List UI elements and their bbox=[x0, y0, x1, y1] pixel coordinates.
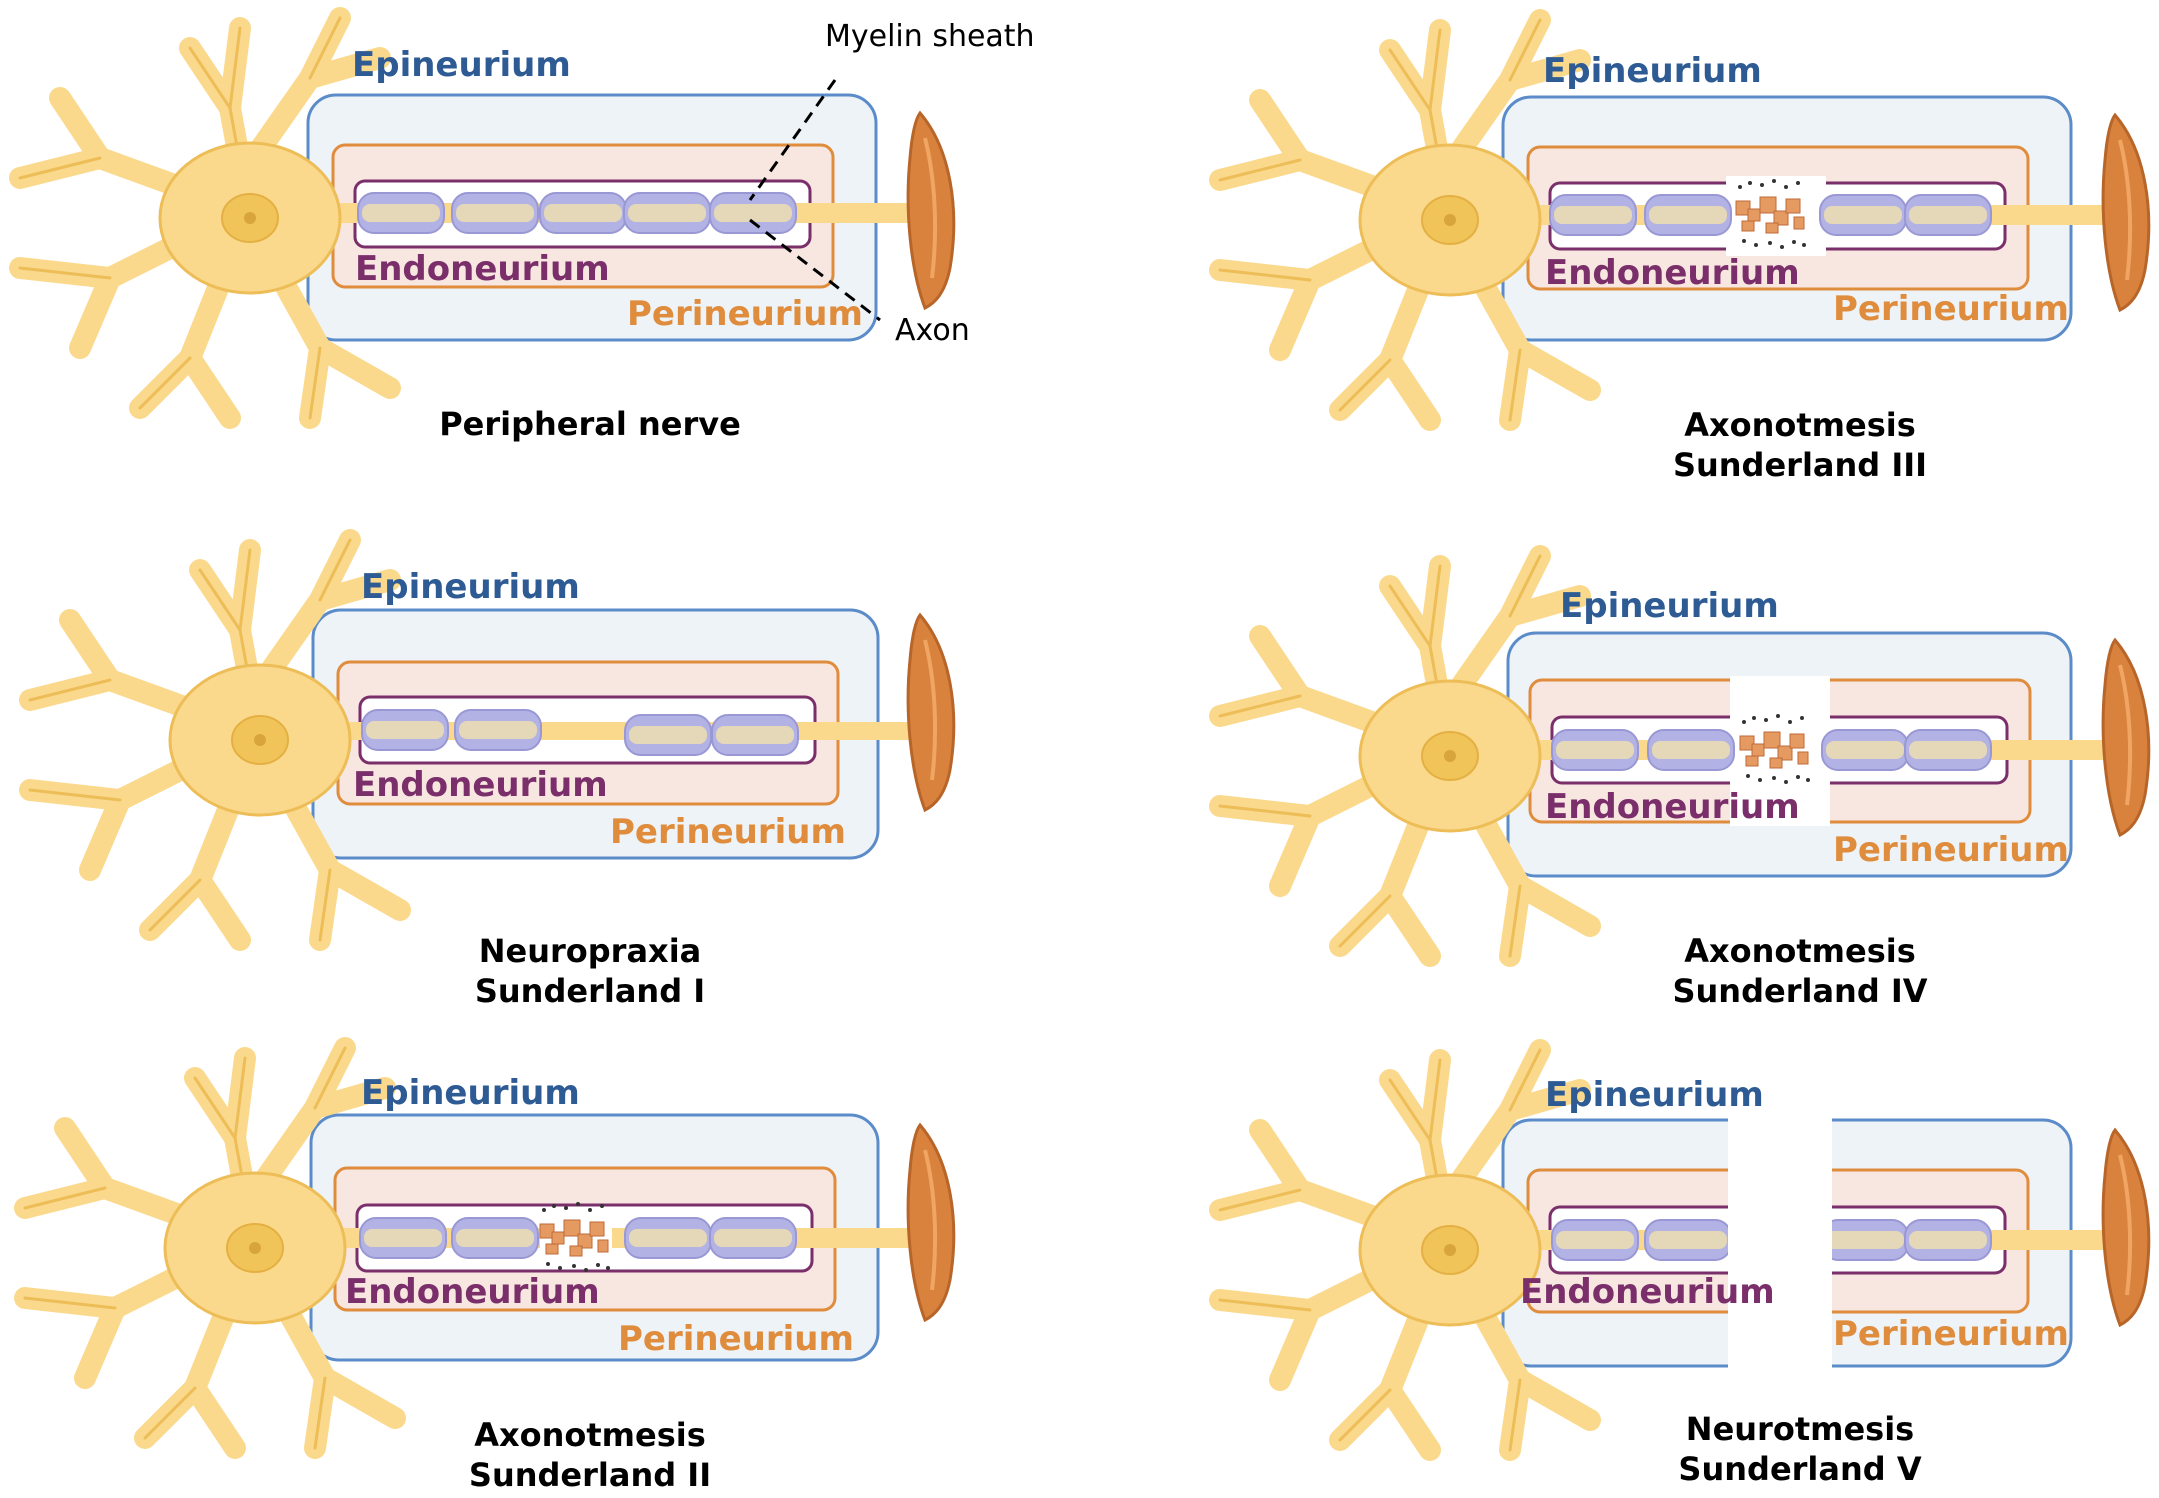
axon-label: Axon bbox=[895, 313, 970, 348]
myelin-segment bbox=[361, 709, 449, 751]
panel-peripheral-nerve: Myelin sheath Axon Epineurium Endoneuriu… bbox=[20, 18, 1035, 443]
panel-neuropraxia-i: Epineurium Endoneurium Perineurium Neuro… bbox=[30, 540, 956, 1010]
myelin-segment bbox=[1904, 194, 1992, 236]
endoneurium-label: Endoneurium bbox=[1545, 253, 1800, 293]
myelin-segment bbox=[711, 714, 799, 756]
epineurium-label: Epineurium bbox=[361, 567, 580, 607]
perineurium-label: Perineurium bbox=[627, 294, 863, 334]
epineurium-label: Epineurium bbox=[352, 45, 571, 85]
neuron bbox=[20, 18, 390, 418]
muscle-fibre bbox=[2101, 1128, 2151, 1327]
perineurium-label: Perineurium bbox=[618, 1319, 854, 1359]
myelin-segment bbox=[357, 192, 445, 234]
caption-line-2: Sunderland IV bbox=[1672, 972, 1927, 1010]
caption-line-1: Axonotmesis bbox=[1684, 406, 1916, 444]
myelin-sheath-label: Myelin sheath bbox=[825, 19, 1035, 54]
caption-line-2: Sunderland I bbox=[475, 972, 705, 1010]
endoneurium-label: Endoneurium bbox=[353, 765, 608, 805]
myelin-segment bbox=[1821, 1219, 1909, 1261]
myelin-segment bbox=[1904, 729, 1992, 771]
panel-axonotmesis-ii: Epineurium Endoneurium Perineurium Axono… bbox=[25, 1048, 956, 1494]
myelin-segment bbox=[1904, 1219, 1992, 1261]
myelin-segment bbox=[709, 1217, 797, 1259]
myelin-segment bbox=[624, 1217, 712, 1259]
panel-axonotmesis-iii: Epineurium Endoneurium Perineurium Axono… bbox=[1220, 20, 2151, 484]
myelin-segment bbox=[451, 192, 539, 234]
epineurium-label: Epineurium bbox=[361, 1073, 580, 1113]
perineurium-label: Perineurium bbox=[1833, 830, 2069, 870]
caption-line-2: Sunderland III bbox=[1673, 446, 1927, 484]
myelin-segment bbox=[1647, 729, 1735, 771]
myelin-segment bbox=[1644, 194, 1732, 236]
myelin-segment bbox=[624, 714, 712, 756]
caption-line-2: Sunderland II bbox=[469, 1456, 711, 1494]
perineurium-label: Perineurium bbox=[1833, 289, 2069, 329]
myelin-segment bbox=[454, 709, 542, 751]
myelin-segment bbox=[451, 1217, 539, 1259]
endoneurium-label: Endoneurium bbox=[1520, 1272, 1775, 1312]
myelin-segment bbox=[1551, 1219, 1639, 1261]
muscle-fibre bbox=[906, 613, 956, 812]
myelin-sheath-pointer bbox=[748, 79, 837, 201]
myelin-segment bbox=[623, 192, 711, 234]
perineurium-label: Perineurium bbox=[1833, 1314, 2069, 1354]
endoneurium-label: Endoneurium bbox=[345, 1272, 600, 1312]
myelin-segment bbox=[709, 192, 797, 234]
myelin-segment bbox=[539, 192, 627, 234]
muscle-fibre bbox=[2101, 638, 2151, 837]
caption-line-1: Neurotmesis bbox=[1686, 1410, 1914, 1448]
caption-line-1: Axonotmesis bbox=[1684, 932, 1916, 970]
panel-neurotmesis-v: Epineurium Endoneurium Perineurium Neuro… bbox=[1220, 1050, 2151, 1488]
caption-line-2: Sunderland V bbox=[1678, 1450, 1921, 1488]
endoneurium-label: Endoneurium bbox=[355, 249, 610, 289]
caption-line-1: Peripheral nerve bbox=[439, 405, 741, 443]
perineurium-label: Perineurium bbox=[610, 812, 846, 852]
myelin-segment bbox=[1819, 194, 1907, 236]
endoneurium-label: Endoneurium bbox=[1545, 787, 1800, 827]
myelin-segment bbox=[359, 1217, 447, 1259]
neuron bbox=[1220, 20, 1590, 420]
neuron bbox=[25, 1048, 395, 1448]
myelin-segment bbox=[1551, 729, 1639, 771]
myelin-segment bbox=[1549, 194, 1637, 236]
neuron bbox=[1220, 556, 1590, 956]
myelin-segment bbox=[1644, 1219, 1732, 1261]
muscle-fibre bbox=[906, 111, 956, 310]
transection-gap bbox=[1728, 1110, 1832, 1375]
caption-line-1: Axonotmesis bbox=[474, 1416, 706, 1454]
neuron bbox=[1220, 1050, 1590, 1450]
epineurium-label: Epineurium bbox=[1545, 1075, 1764, 1115]
panel-axonotmesis-iv: Epineurium Endoneurium Perineurium Axono… bbox=[1220, 556, 2151, 1010]
myelin-segment bbox=[1821, 729, 1909, 771]
epineurium-label: Epineurium bbox=[1543, 51, 1762, 91]
muscle-fibre bbox=[2101, 113, 2151, 312]
neuron bbox=[30, 540, 400, 940]
caption-line-1: Neuropraxia bbox=[479, 932, 702, 970]
epineurium-label: Epineurium bbox=[1560, 586, 1779, 626]
muscle-fibre bbox=[906, 1123, 956, 1322]
axon-pointer bbox=[749, 218, 881, 322]
